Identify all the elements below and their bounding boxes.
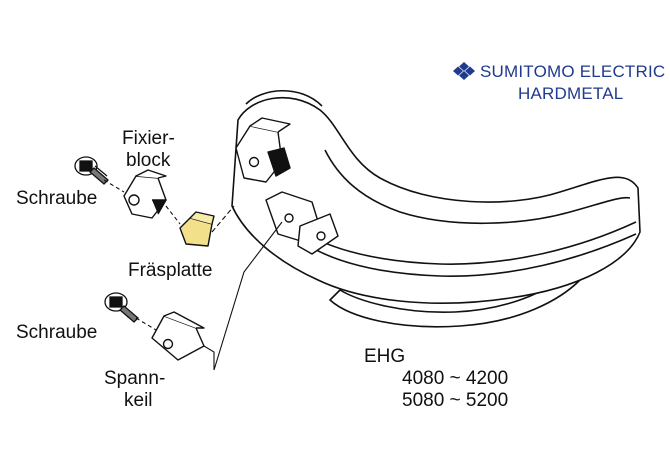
mounted-pocket-bottom	[265, 191, 339, 255]
cutter-body-band-line-2	[299, 233, 637, 277]
model-range-1: 4080 ~ 4200	[402, 368, 509, 389]
model-name: EHG	[364, 346, 406, 367]
cutter-body-band-line	[299, 221, 637, 265]
fraesplatte-insert	[179, 211, 215, 247]
screw-top-icon	[74, 156, 109, 185]
cutter-body-lip	[245, 89, 323, 107]
cutter-body-ring	[231, 96, 641, 304]
label-schraube-bottom: Schraube	[16, 322, 98, 343]
assembly-lines	[103, 179, 283, 371]
model-range-2: 5080 ~ 5200	[402, 390, 509, 411]
brand-name-line1: SUMITOMO ELECTRIC	[480, 62, 666, 81]
label-spannkeil-line1: Spann-	[104, 368, 166, 389]
spannkeil-part	[151, 311, 205, 361]
screw-bottom-icon	[104, 292, 139, 323]
label-fixierblock-line2: block	[126, 150, 171, 171]
label-spannkeil-line2: keil	[124, 390, 153, 411]
cutter-body-inner-edge	[324, 149, 631, 225]
mounted-pocket-top	[235, 117, 291, 183]
label-fraesplatte: Fräsplatte	[128, 260, 213, 281]
cutter-body	[231, 89, 641, 328]
label-schraube-top: Schraube	[16, 188, 98, 209]
sumitomo-diamond-logo-icon	[453, 62, 475, 80]
brand-block: SUMITOMO ELECTRIC HARDMETAL	[452, 60, 666, 110]
fixierblock-part	[123, 169, 167, 219]
brand-name-line2: HARDMETAL	[518, 84, 624, 103]
label-fixierblock-line1: Fixier-	[122, 128, 175, 149]
